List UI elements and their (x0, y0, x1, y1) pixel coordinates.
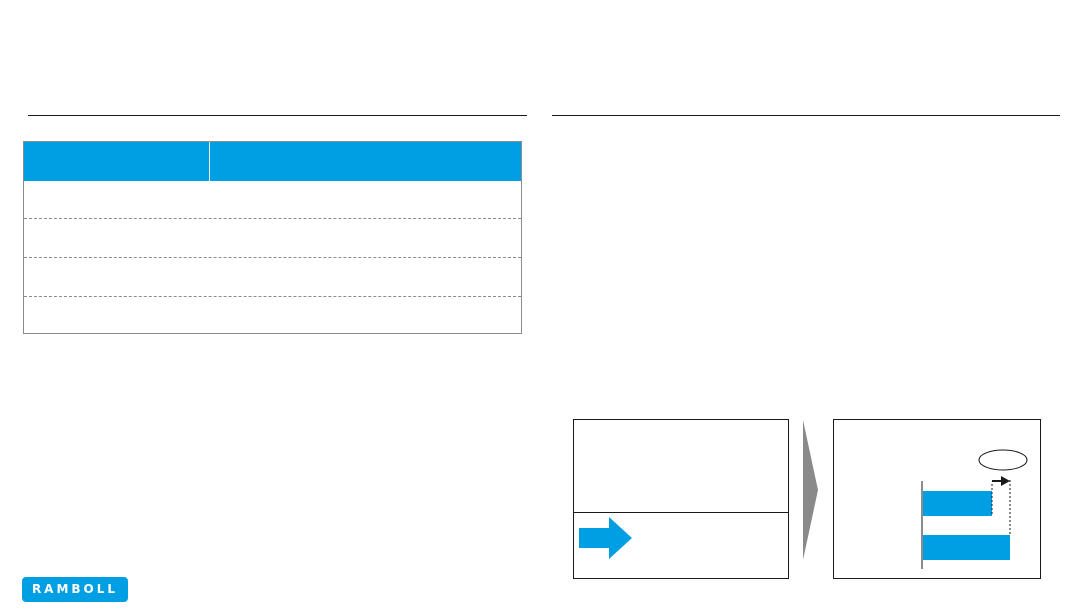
table-header (24, 142, 521, 181)
right-section-rule (552, 115, 1060, 116)
table-header-cell-1 (24, 142, 209, 181)
bar-long (923, 535, 1010, 560)
right-arrow-icon (579, 517, 632, 559)
table-row (24, 220, 521, 258)
left-section-rule (28, 115, 527, 116)
table-row (24, 298, 521, 336)
table-header-cell-2 (210, 142, 522, 181)
data-table (23, 141, 522, 334)
increase-arrow-head (1001, 476, 1010, 486)
table-row (24, 181, 521, 219)
before-box (573, 419, 789, 579)
ramboll-logo: RAMBOLL (22, 577, 128, 602)
label-ellipse (978, 449, 1028, 471)
table-header-divider (209, 142, 210, 181)
table-row (24, 259, 521, 297)
before-box-divider (574, 512, 788, 513)
comparison-bar-graphic (921, 449, 1028, 569)
after-box (833, 419, 1041, 579)
chevron-right-icon (803, 420, 818, 560)
bar-short (923, 491, 992, 516)
